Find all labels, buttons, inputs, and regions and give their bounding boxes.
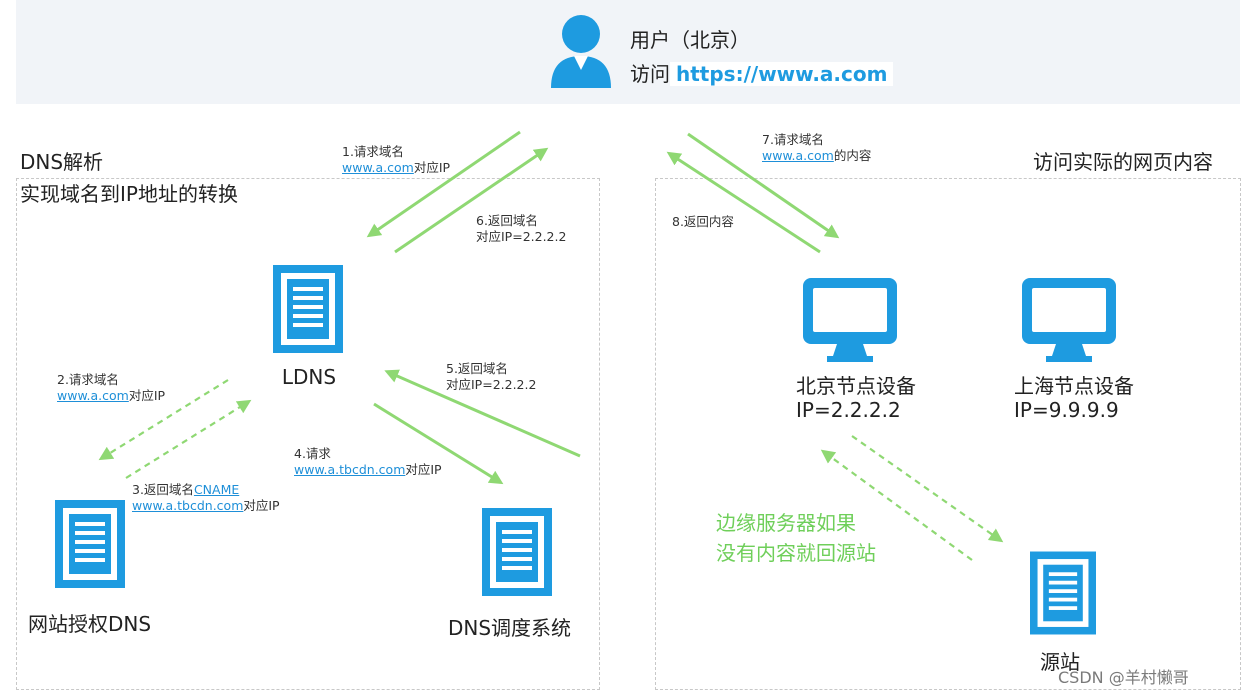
left-panel-subtitle: 实现域名到IP地址的转换 — [20, 182, 238, 206]
arrow-step1 — [366, 130, 521, 238]
arrow-step7 — [687, 132, 840, 239]
user-icon — [551, 15, 611, 88]
server-icon — [273, 265, 343, 353]
step1-annotation: 1.请求域名 www.a.com对应IP — [342, 144, 450, 176]
server-icon — [482, 508, 552, 596]
server-icon — [55, 500, 125, 588]
shanghai-node-label: 上海节点设备 — [1014, 374, 1134, 398]
step1-link[interactable]: www.a.com — [342, 160, 414, 175]
arrow-step3 — [125, 399, 252, 479]
arrow-step4 — [373, 402, 504, 485]
step5-title: 5.返回域名 — [446, 361, 508, 376]
edge-note: 边缘服务器如果 没有内容就回源站 — [716, 508, 876, 568]
step8-annotation: 8.返回内容 — [672, 214, 734, 229]
arrow-step2 — [98, 379, 229, 461]
step1-suffix: 对应IP — [413, 160, 451, 175]
edge-note-line1: 边缘服务器如果 — [716, 511, 856, 535]
watermark: CSDN @羊村懒哥 — [1058, 668, 1189, 687]
user-title: 用户（北京） — [630, 28, 750, 52]
step5-annotation: 5.返回域名 对应IP=2.2.2.2 — [446, 361, 536, 393]
step6-detail: 对应IP=2.2.2.2 — [476, 229, 567, 244]
step4-link[interactable]: www.a.tbcdn.com — [294, 462, 406, 477]
access-prefix: 访问 — [630, 62, 670, 86]
arrow-back-to-origin — [851, 435, 1004, 543]
step3-cname[interactable]: CNAME — [193, 482, 240, 497]
step3-prefix: 3.返回域名 — [132, 482, 194, 497]
step4-annotation: 4.请求 www.a.tbcdn.com对应IP — [294, 446, 442, 478]
step7-title: 7.请求域名 — [762, 132, 824, 147]
content-access-panel — [655, 178, 1241, 690]
monitor-icon — [803, 278, 897, 362]
monitor-icon — [1022, 278, 1116, 362]
beijing-node-label: 北京节点设备 — [796, 374, 916, 398]
step3-link[interactable]: www.a.tbcdn.com — [132, 498, 244, 513]
step6-annotation: 6.返回域名 对应IP=2.2.2.2 — [476, 213, 566, 245]
step2-annotation: 2.请求域名 www.a.com对应IP — [57, 372, 165, 404]
step2-suffix: 对应IP — [128, 388, 166, 403]
step7-suffix: 的内容 — [833, 148, 872, 163]
step6-title: 6.返回域名 — [476, 213, 538, 228]
dns-resolution-panel — [16, 178, 600, 690]
right-panel-title: 访问实际的网页内容 — [1033, 150, 1213, 174]
dns-scheduler-label: DNS调度系统 — [448, 616, 572, 640]
step7-link[interactable]: www.a.com — [762, 148, 834, 163]
access-url[interactable]: https://www.a.com — [670, 62, 894, 86]
edge-note-line2: 没有内容就回源站 — [716, 541, 876, 565]
step5-detail: 对应IP=2.2.2.2 — [446, 377, 537, 392]
left-panel-title: DNS解析 — [20, 150, 104, 174]
beijing-ip-label: IP=2.2.2.2 — [796, 398, 901, 422]
step7-annotation: 7.请求域名 www.a.com的内容 — [762, 132, 871, 164]
arrow-origin-return — [820, 449, 973, 561]
step3-suffix: 对应IP — [243, 498, 280, 513]
arrow-step5 — [384, 369, 581, 458]
shanghai-ip-label: IP=9.9.9.9 — [1014, 398, 1119, 422]
step2-title: 2.请求域名 — [57, 372, 119, 387]
step4-suffix: 对应IP — [405, 462, 442, 477]
step1-title: 1.请求域名 — [342, 144, 404, 159]
origin-label: 源站 — [1040, 650, 1080, 674]
arrow-step8 — [666, 151, 821, 254]
user-banner — [16, 0, 1240, 104]
auth-dns-label: 网站授权DNS — [28, 612, 152, 636]
step3-annotation: 3.返回域名CNAME www.a.tbcdn.com对应IP — [132, 482, 280, 514]
ldns-label: LDNS — [281, 365, 337, 389]
step2-link[interactable]: www.a.com — [57, 388, 129, 403]
arrow-step6 — [394, 147, 549, 254]
server-icon — [1030, 551, 1096, 635]
step4-title: 4.请求 — [294, 446, 331, 461]
